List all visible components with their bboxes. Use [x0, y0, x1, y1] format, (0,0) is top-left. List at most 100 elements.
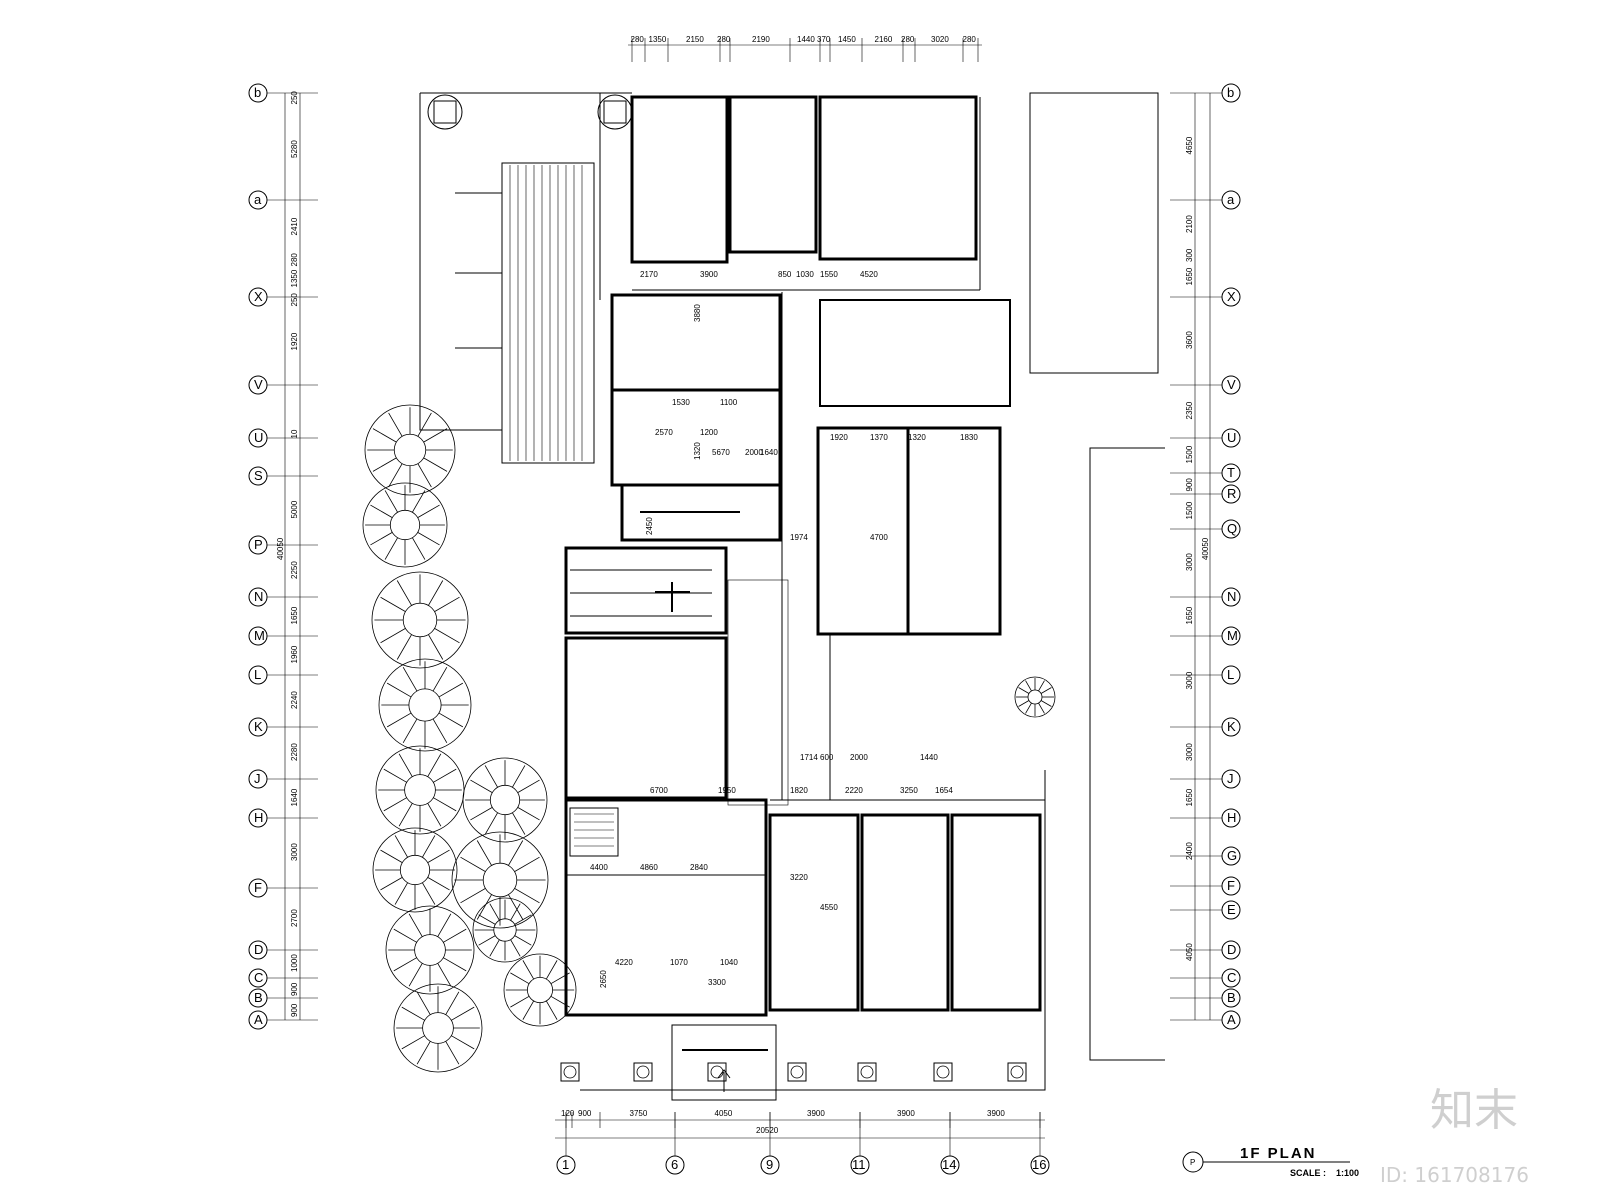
watermark-brand: 知末 — [1430, 1085, 1518, 1136]
tree-branch — [423, 428, 448, 443]
grid-label-right-G: G — [1227, 848, 1237, 863]
grid-label-left-A: A — [254, 1012, 263, 1027]
grid-bubble-left-a — [248, 190, 268, 210]
grid-bubble-right-a — [1221, 190, 1241, 210]
building-walls — [419, 92, 1165, 1101]
tree-branch — [422, 835, 436, 858]
tree-6 — [372, 827, 458, 913]
tree-7 — [451, 831, 549, 929]
dim-bottom-total: 20520 — [756, 1126, 779, 1135]
grid-label-right-V: V — [1227, 377, 1236, 392]
planter-plant — [790, 1065, 804, 1079]
dim-left-2: 2410 — [290, 217, 299, 235]
tree-13 — [1014, 676, 1056, 718]
dim-interior-14: 1320 — [693, 442, 702, 460]
tree-trunk-ring — [399, 854, 431, 886]
grid-bubble-left-L — [248, 665, 268, 685]
dim-interior-8: 1100 — [720, 398, 738, 407]
tree-branch — [1040, 700, 1052, 707]
grid-label-left-b: b — [254, 85, 261, 100]
grid-bubble-right-H — [1221, 808, 1241, 828]
tree-branch — [380, 596, 406, 612]
grid-label-left-C: C — [254, 970, 263, 985]
dim-right-5: 2350 — [1185, 401, 1194, 419]
tree-branch — [437, 913, 452, 937]
grid-bubble-right-U — [1221, 428, 1241, 448]
grid-label-right-F: F — [1227, 878, 1235, 893]
tree-branch — [514, 888, 540, 904]
dim-interior-33: 600 — [820, 753, 834, 762]
tree-canopy — [364, 404, 456, 496]
dim-right-14: 2400 — [1185, 842, 1194, 860]
dim-top-2: 2150 — [686, 35, 704, 44]
tree-branch — [386, 712, 412, 728]
tree-8 — [385, 905, 475, 995]
dim-interior-24: 1820 — [790, 786, 808, 795]
tree-trunk-ring — [414, 934, 446, 966]
tree-branch — [438, 682, 464, 698]
tree-branch — [451, 1006, 475, 1021]
dim-bottom-5: 3900 — [897, 1109, 915, 1118]
grid-label-right-U: U — [1227, 430, 1236, 445]
dim-interior-20: 6700 — [650, 786, 668, 795]
grid-bubble-right-G — [1221, 846, 1241, 866]
tree-branch — [408, 913, 423, 937]
dim-right-12: 3000 — [1185, 743, 1194, 761]
grid-label-right-C: C — [1227, 970, 1236, 985]
dimension-left: 2505280241028013502501920105000225016501… — [290, 91, 299, 1017]
tree-canopy — [462, 757, 548, 843]
dim-interior-31: 3300 — [708, 978, 726, 987]
tree-11 — [472, 897, 538, 963]
title-block: P 1F PLAN SCALE : 1:100 — [1182, 1145, 1359, 1178]
dim-left-6: 1920 — [290, 332, 299, 350]
dim-interior-9: 2570 — [655, 428, 673, 437]
tree-canopy — [385, 905, 475, 995]
tree-trunk-ring — [422, 1012, 454, 1044]
tree-branch — [1040, 687, 1052, 694]
dim-interior-15: 2450 — [645, 517, 654, 535]
dim-top-6: 370 — [817, 35, 831, 44]
tree-branch — [517, 779, 540, 793]
tree-branch — [372, 457, 397, 472]
tree-trunk-ring — [402, 602, 438, 638]
landscape-trees — [362, 94, 1056, 1082]
planter-6 — [1007, 1062, 1027, 1082]
tree-trunk-ring — [489, 784, 521, 816]
planter-3 — [787, 1062, 807, 1082]
tree-branch — [510, 972, 530, 985]
tree-branch — [510, 995, 530, 1008]
tree-branch — [423, 457, 448, 472]
dim-right-total: 40050 — [1201, 537, 1210, 560]
grid-label-right-J: J — [1227, 771, 1234, 786]
grid-bubble-bottom-1 — [556, 1155, 576, 1175]
dim-interior-34: 2000 — [850, 753, 868, 762]
dim-right-7: 900 — [1185, 478, 1194, 492]
tree-branch — [422, 882, 436, 905]
tree-branch — [550, 995, 570, 1008]
dim-interior-1: 3900 — [700, 270, 718, 279]
grid-bubble-right-R — [1221, 484, 1241, 504]
grid-bubble-left-M — [248, 626, 268, 646]
grid-label-right-a: a — [1227, 192, 1235, 207]
dim-right-11: 3000 — [1185, 671, 1194, 689]
dim-interior-28: 4400 — [590, 863, 608, 872]
grid-bubble-bottom-16 — [1030, 1155, 1050, 1175]
grid-label-right-B: B — [1227, 990, 1236, 1005]
tree-branch — [428, 580, 444, 606]
dim-right-6: 1500 — [1185, 445, 1194, 463]
top-planter-box — [603, 100, 627, 124]
grid-label-left-U: U — [254, 430, 263, 445]
dim-left-4: 1350 — [290, 269, 299, 287]
tree-trunk-ring — [393, 433, 427, 467]
tree-branch — [451, 1035, 475, 1050]
tree-branch — [370, 504, 393, 518]
tree-branch — [512, 812, 526, 835]
grid-label-bottom-9: 9 — [766, 1157, 773, 1172]
tree-branch — [1018, 687, 1030, 694]
planter-box — [857, 1062, 877, 1082]
dim-interior-4: 1550 — [820, 270, 838, 279]
tree-branch — [1038, 680, 1045, 692]
